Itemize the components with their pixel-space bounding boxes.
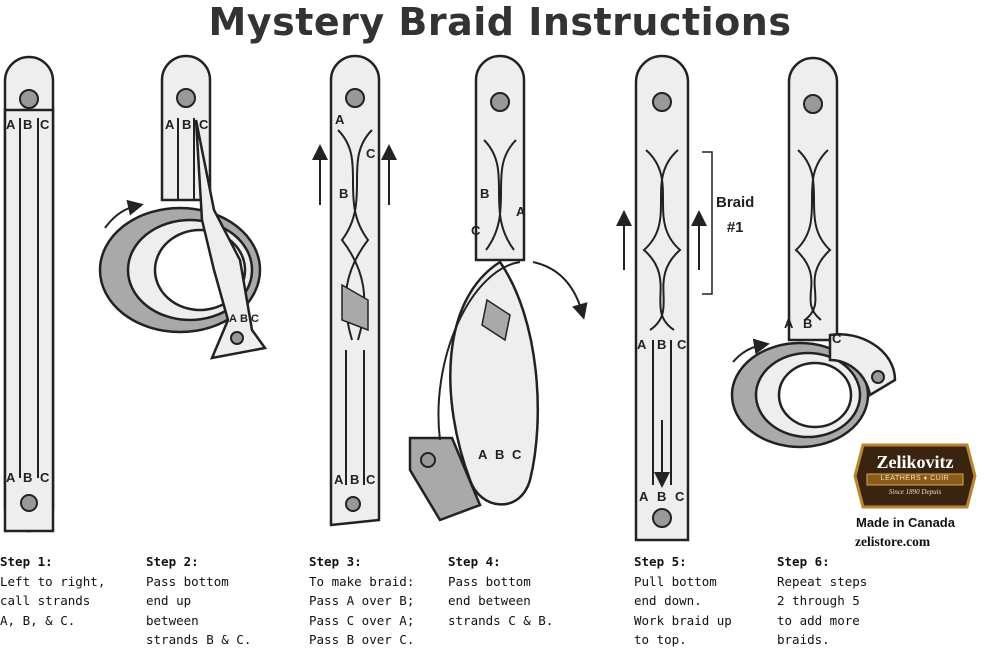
step4-letter-a: A	[516, 204, 526, 219]
step4-end-letter-a: A	[478, 447, 488, 462]
step2-end-letter-c: C	[251, 313, 259, 325]
step4-caption: Step 4: Pass bottom end between strands …	[448, 552, 553, 630]
step3-letter-c: C	[366, 146, 376, 161]
step4-heading: Step 4:	[448, 554, 501, 569]
zelikovitz-logo: Zelikovitz LEATHERS ♦ CUIR Since 1890 De…	[853, 441, 977, 511]
page-title: Mystery Braid Instructions	[208, 0, 792, 44]
step5-end-letter-c: C	[675, 489, 685, 504]
logo-badge-shape	[853, 443, 977, 509]
step3-line: Pass B over C.	[309, 632, 415, 647]
braid-1-label: Braid #1	[716, 190, 754, 240]
step3-letter-a: A	[335, 112, 345, 127]
step3-line: Pass C over A;	[309, 612, 415, 628]
step1-caption: Step 1: Left to right, call strands A, B…	[0, 552, 105, 630]
step1-letter-a-top: A	[6, 117, 16, 132]
step3-end-letter-a: A	[334, 472, 344, 487]
step4-line: strands C & B.	[448, 612, 554, 628]
step2-caption: Step 2: Pass bottom end up between stran…	[146, 552, 251, 650]
step1-letter-c-top: C	[40, 117, 50, 132]
step3-strap-illustration	[312, 54, 397, 527]
step4-line: end between	[448, 593, 531, 608]
step5-line: Work braid up	[634, 612, 732, 628]
step2-letter-c: C	[199, 117, 209, 132]
step3-line: Pass A over B;	[309, 593, 415, 608]
website-link[interactable]: zelistore.com	[855, 534, 931, 549]
step1-letter-b-bottom: B	[23, 470, 33, 485]
step1-line: Left to right,	[0, 573, 106, 589]
step1-line: A, B, & C.	[0, 612, 76, 628]
step4-letter-c: C	[471, 223, 481, 238]
made-in-label: Made in Canada	[856, 515, 955, 530]
step3-end-letter-c: C	[366, 472, 376, 487]
step5-line: end down.	[634, 593, 702, 608]
step6-letter-b: B	[803, 316, 813, 331]
step3-letter-b: B	[339, 186, 349, 201]
step5-strap-illustration	[616, 54, 713, 542]
step1-letter-b-top: B	[23, 117, 33, 132]
step6-line: 2 through 5	[777, 593, 860, 608]
step2-heading: Step 2:	[146, 554, 199, 569]
step2-letter-a: A	[165, 117, 175, 132]
step6-letter-a: A	[784, 316, 794, 331]
step2-line: end up	[146, 593, 192, 608]
step2-line: Pass bottom	[146, 573, 229, 589]
step6-caption: Step 6: Repeat steps 2 through 5 to add …	[777, 552, 867, 650]
step5-caption: Step 5: Pull bottom end down. Work braid…	[634, 552, 732, 650]
step6-letter-c: C	[832, 331, 842, 346]
step1-strap-illustration	[3, 55, 55, 533]
braid-label-line1: Braid	[716, 194, 755, 211]
step4-line: Pass bottom	[448, 573, 531, 589]
step2-letter-b: B	[182, 117, 192, 132]
braid-label-line2: #1	[726, 219, 744, 236]
step6-line: Repeat steps	[777, 573, 868, 589]
step6-line: to add more	[777, 612, 860, 628]
step4-letter-b: B	[480, 186, 490, 201]
step1-line: call strands	[0, 593, 91, 608]
step2-line: between	[146, 612, 199, 628]
logo-subtitle: LEATHERS ♦ CUIR	[880, 475, 950, 482]
step3-line: To make braid:	[309, 573, 415, 589]
step6-strap-illustration	[730, 56, 897, 449]
step5-end-letter-a: A	[639, 489, 649, 504]
step2-end-letter-a: A	[229, 313, 237, 325]
step4-strap-illustration	[408, 54, 588, 522]
step3-heading: Step 3:	[309, 554, 362, 569]
step5-letter-b: B	[657, 337, 667, 352]
step5-letter-c: C	[677, 337, 687, 352]
step1-letter-a-bottom: A	[6, 470, 16, 485]
step5-line: Pull bottom	[634, 573, 717, 589]
logo-brand: Zelikovitz	[876, 452, 954, 472]
step6-heading: Step 6:	[777, 554, 830, 569]
step6-line: braids.	[777, 632, 830, 647]
step3-end-letter-b: B	[350, 472, 360, 487]
step1-heading: Step 1:	[0, 554, 53, 569]
step5-letter-a: A	[637, 337, 647, 352]
step5-line: to top.	[634, 632, 687, 647]
step5-heading: Step 5:	[634, 554, 687, 569]
step5-end-letter-b: B	[657, 489, 667, 504]
step4-end-letter-c: C	[512, 447, 522, 462]
step2-line: strands B & C.	[146, 632, 252, 647]
step2-end-letter-b: B	[240, 313, 248, 325]
step4-end-letter-b: B	[495, 447, 505, 462]
step3-caption: Step 3: To make braid: Pass A over B; Pa…	[309, 552, 414, 650]
logo-since: Since 1890 Depuis	[888, 488, 942, 496]
step1-letter-c-bottom: C	[40, 470, 50, 485]
step2-strap-illustration	[98, 54, 268, 360]
